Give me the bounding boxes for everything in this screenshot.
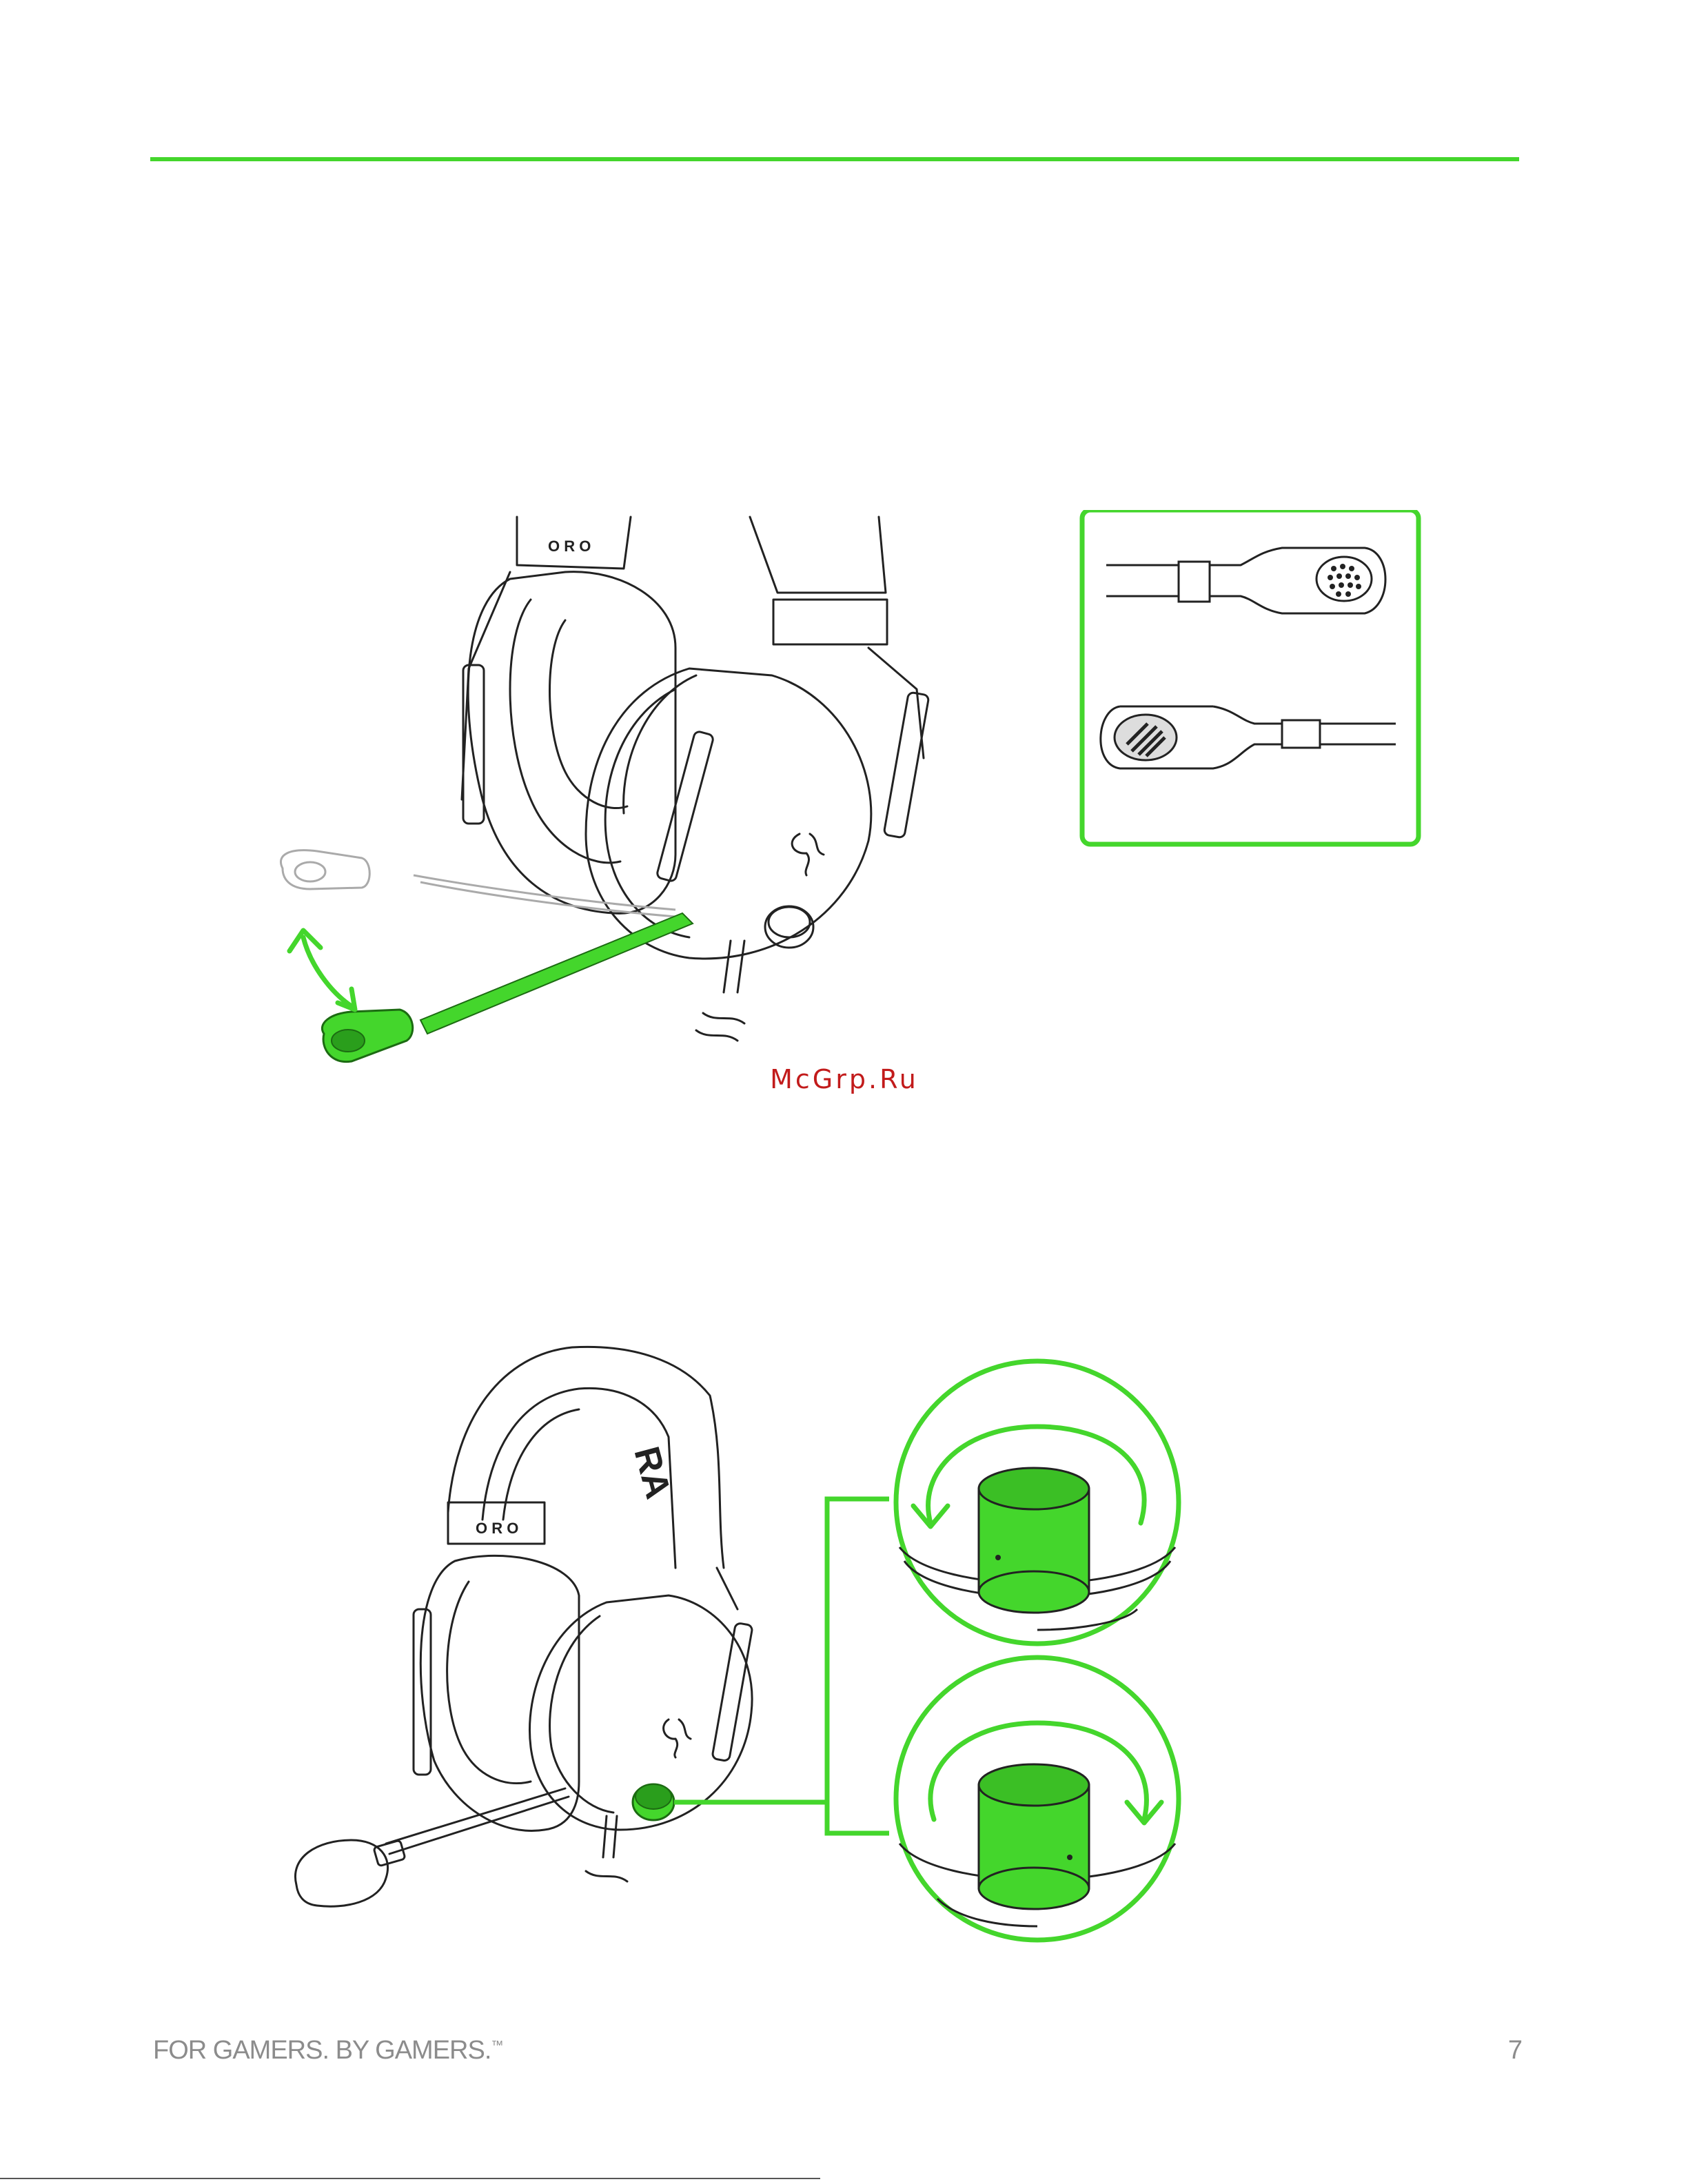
boom-mic-figure: O R O (262, 510, 1434, 1103)
bidirectional-arrow-icon (289, 930, 355, 1010)
mic-tip-top-view (1106, 548, 1385, 613)
razer-logo-icon (792, 834, 824, 875)
left-earcup (420, 1555, 579, 1830)
volume-dial (633, 1784, 674, 1820)
headband-letters: O R O (548, 538, 591, 555)
callout-connector (674, 1499, 889, 1833)
page-number: 7 (1508, 2036, 1523, 2065)
right-earcup (586, 669, 871, 959)
left-earcup (468, 572, 675, 914)
zoom-dial-clockwise (896, 1361, 1179, 1644)
boom-mic-down-position (322, 913, 693, 1062)
boom-mic-up-position (281, 850, 675, 917)
header-rule (150, 157, 1519, 161)
mic-grille-dots-icon (1328, 564, 1361, 597)
headband-right-block (773, 600, 887, 644)
page-bottom-edge (0, 2178, 820, 2179)
footer-tagline: FOR GAMERS. BY GAMERS.™ (153, 2036, 502, 2065)
zoom-dial-counterclockwise (896, 1657, 1179, 1940)
headband-letters: O R O (476, 1520, 518, 1537)
volume-dial-figure: O R O RA (276, 1334, 1206, 1968)
watermark: McGrp.Ru (689, 1064, 999, 1094)
razer-logo-icon (664, 1719, 691, 1757)
